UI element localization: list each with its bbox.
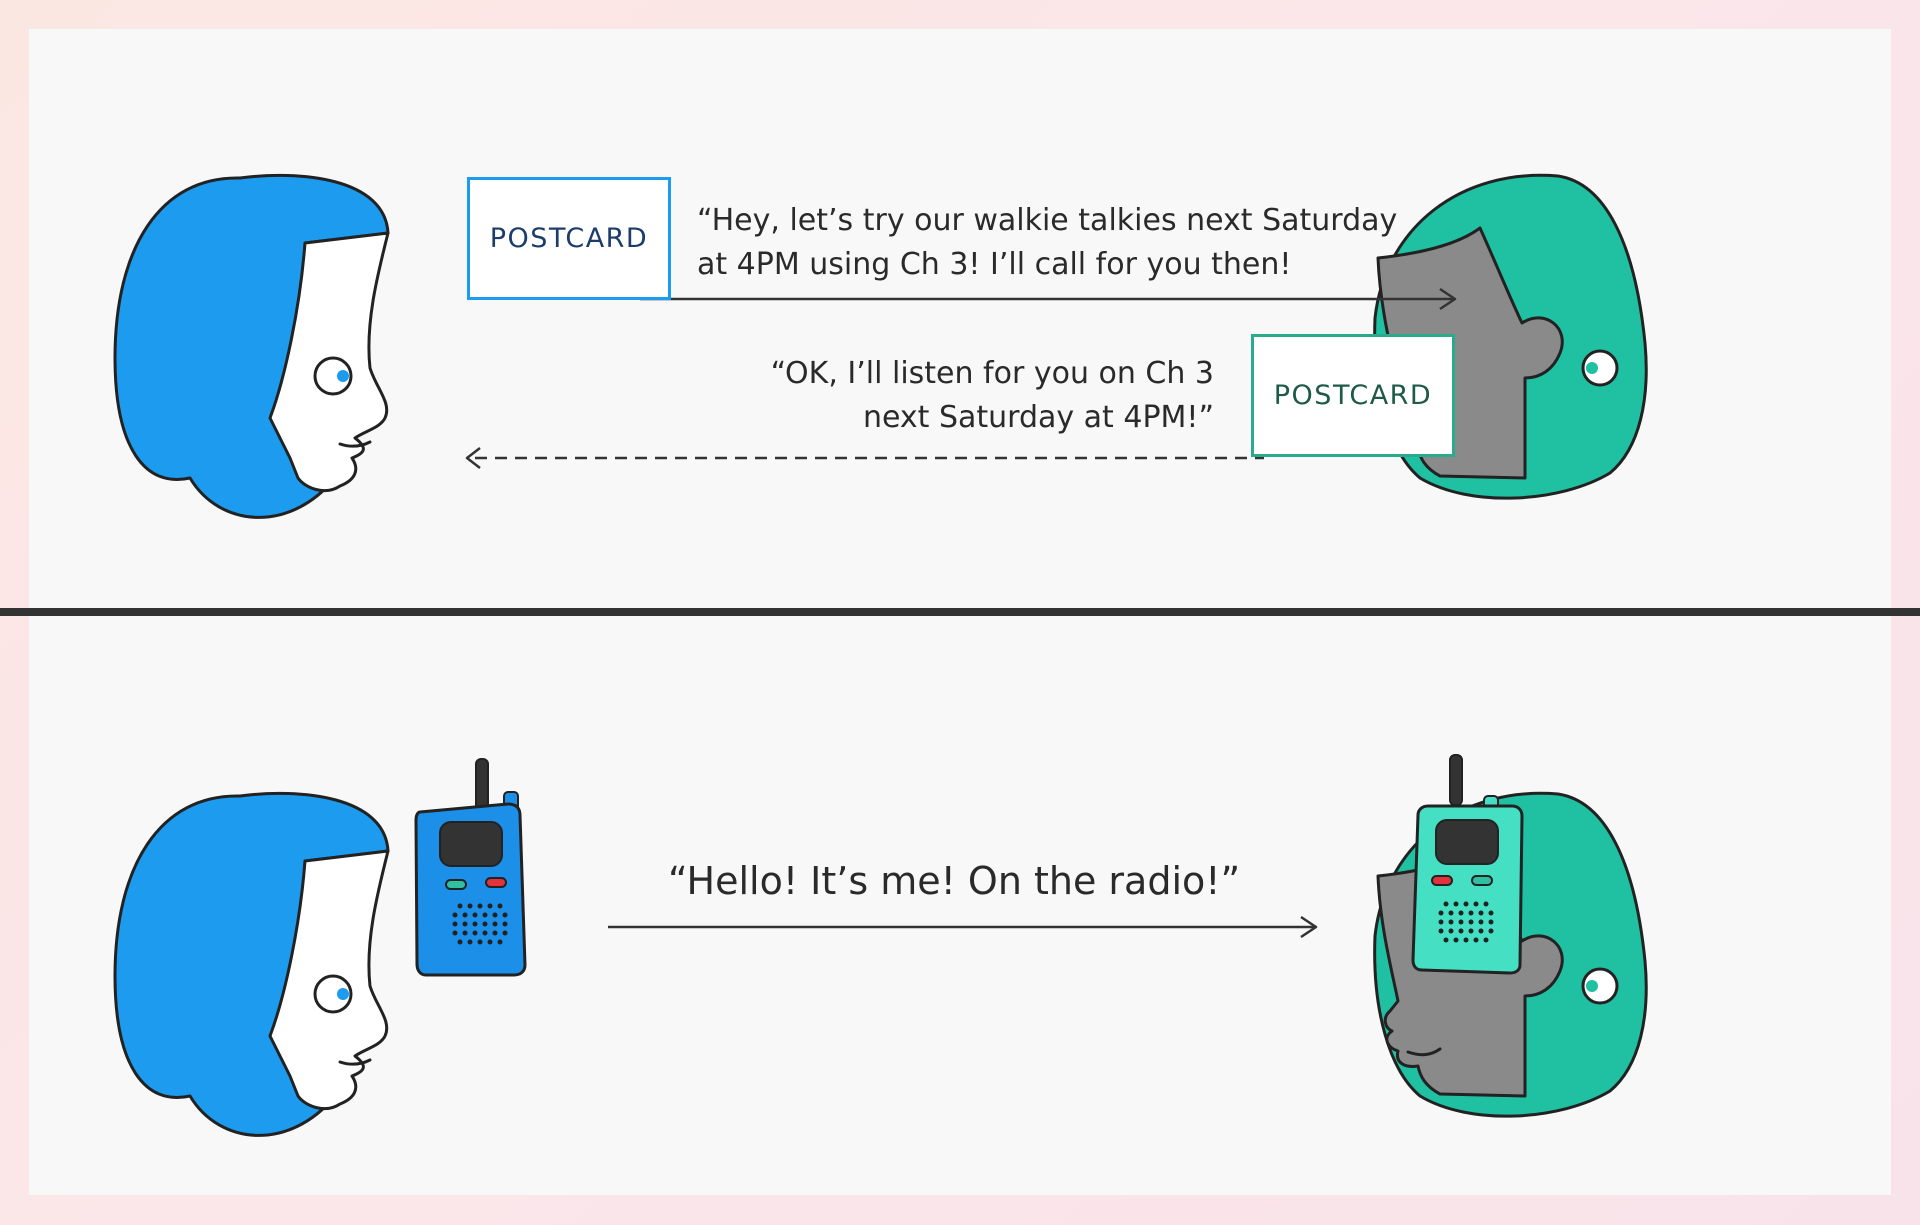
- arrow-sent: [640, 287, 1457, 311]
- walkie-talkie-left: [414, 758, 527, 977]
- person-left-face: [113, 173, 390, 519]
- message-reply: “OK, I’ll listen for you on Ch 3 next Sa…: [700, 352, 1214, 440]
- arrow-reply-dashed: [465, 447, 1264, 469]
- message-sent: “Hey, let’s try our walkie talkies next …: [697, 199, 1397, 287]
- message-sent-line1: “Hey, let’s try our walkie talkies next …: [697, 203, 1398, 238]
- walkie-talkie-right: [1411, 754, 1524, 975]
- scene-divider: [0, 608, 1920, 616]
- arrow-radio: [608, 915, 1318, 939]
- radio-message: “Hello! It’s me! On the radio!”: [668, 859, 1241, 903]
- postcard-reply-label: POSTCARD: [1273, 380, 1433, 411]
- person-left-face-bottom: [113, 791, 390, 1137]
- message-sent-line2: at 4PM using Ch 3! I’ll call for you the…: [697, 247, 1292, 282]
- postcard-sent: POSTCARD: [467, 177, 671, 300]
- message-reply-line1: “OK, I’ll listen for you on Ch 3: [770, 356, 1214, 391]
- postcard-reply: POSTCARD: [1251, 334, 1455, 457]
- postcard-sent-label: POSTCARD: [489, 223, 649, 254]
- message-reply-line2: next Saturday at 4PM!”: [862, 400, 1214, 435]
